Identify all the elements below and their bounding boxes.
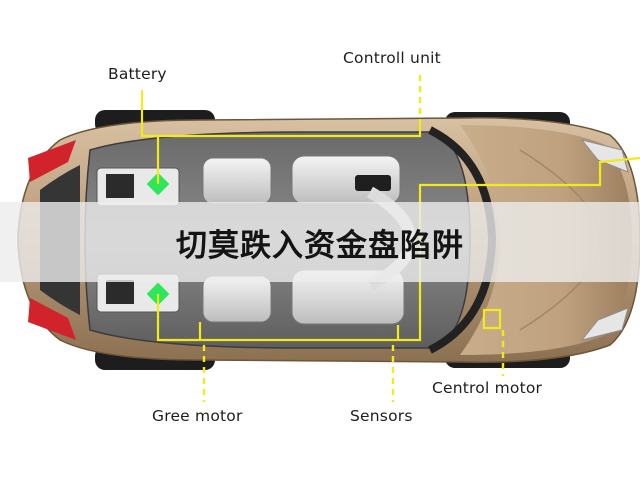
- label-control-unit: Controll unit: [343, 49, 441, 67]
- motor-unit-bottom: [202, 275, 272, 323]
- battery-display-bottom: [106, 280, 134, 304]
- callout-loop: [156, 156, 640, 342]
- battery-display-top: [106, 174, 134, 198]
- headlight-bottom: [580, 307, 629, 341]
- control-connector: [355, 175, 391, 191]
- label-battery: Battery: [108, 65, 167, 83]
- callout-lines: [140, 90, 640, 342]
- label-sensors: Sensors: [350, 407, 413, 425]
- headlight-top: [580, 139, 629, 173]
- label-gree-motor: Gree motor: [152, 407, 243, 425]
- callout-dashed-lines: [202, 75, 505, 402]
- tail-light-bottom: [28, 298, 76, 340]
- overlay-banner: [0, 202, 640, 282]
- label-central-motor: Centrol motor: [432, 379, 543, 397]
- central-motor-marker: [482, 308, 502, 330]
- motor-unit-top: [202, 157, 272, 205]
- tail-light-top: [28, 140, 76, 182]
- overlay-warning-text: 切莫跌入资金盘陷阱: [176, 227, 464, 264]
- callout-battery-line: [140, 90, 422, 138]
